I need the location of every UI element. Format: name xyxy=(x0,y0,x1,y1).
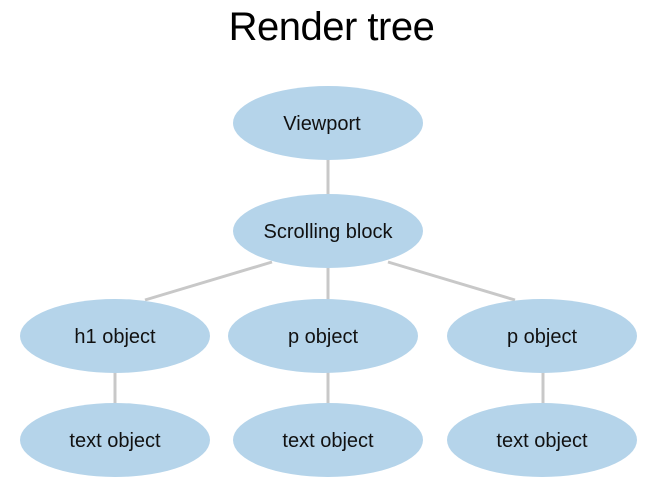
node-text-object-3-label: text object xyxy=(496,430,588,452)
node-text-object-2: text object xyxy=(233,403,423,477)
node-viewport: Viewport xyxy=(233,86,423,160)
node-scrolling-block-label: Scrolling block xyxy=(264,221,394,243)
node-text-object-1-shape xyxy=(20,403,210,477)
node-text-object-3-shape xyxy=(447,403,637,477)
node-viewport-label: Viewport xyxy=(283,113,361,135)
diagram-title: Render tree xyxy=(228,5,435,49)
node-scrolling-block-shape xyxy=(233,194,423,268)
node-scrolling-block: Scrolling block xyxy=(233,194,423,268)
node-h1-object-shape xyxy=(20,299,210,373)
node-p-object-2: p object xyxy=(447,299,637,373)
node-h1-object: h1 object xyxy=(20,299,210,373)
node-text-object-1: text object xyxy=(20,403,210,477)
edge-scrolling-block-p-object-2 xyxy=(387,260,516,302)
node-h1-object-label: h1 object xyxy=(74,326,156,348)
node-viewport-shape xyxy=(233,86,423,160)
node-p-object-2-label: p object xyxy=(507,326,577,348)
node-text-object-2-shape xyxy=(233,403,423,477)
node-text-object-3: text object xyxy=(447,403,637,477)
node-p-object-1-label: p object xyxy=(288,326,358,348)
node-p-object-1-shape xyxy=(228,299,418,373)
edges xyxy=(113,157,545,405)
edge-scrolling-block-h1-object xyxy=(144,260,273,302)
node-text-object-1-label: text object xyxy=(69,430,161,452)
node-text-object-2-label: text object xyxy=(282,430,374,452)
node-p-object-1: p object xyxy=(228,299,418,373)
node-p-object-2-shape xyxy=(447,299,637,373)
